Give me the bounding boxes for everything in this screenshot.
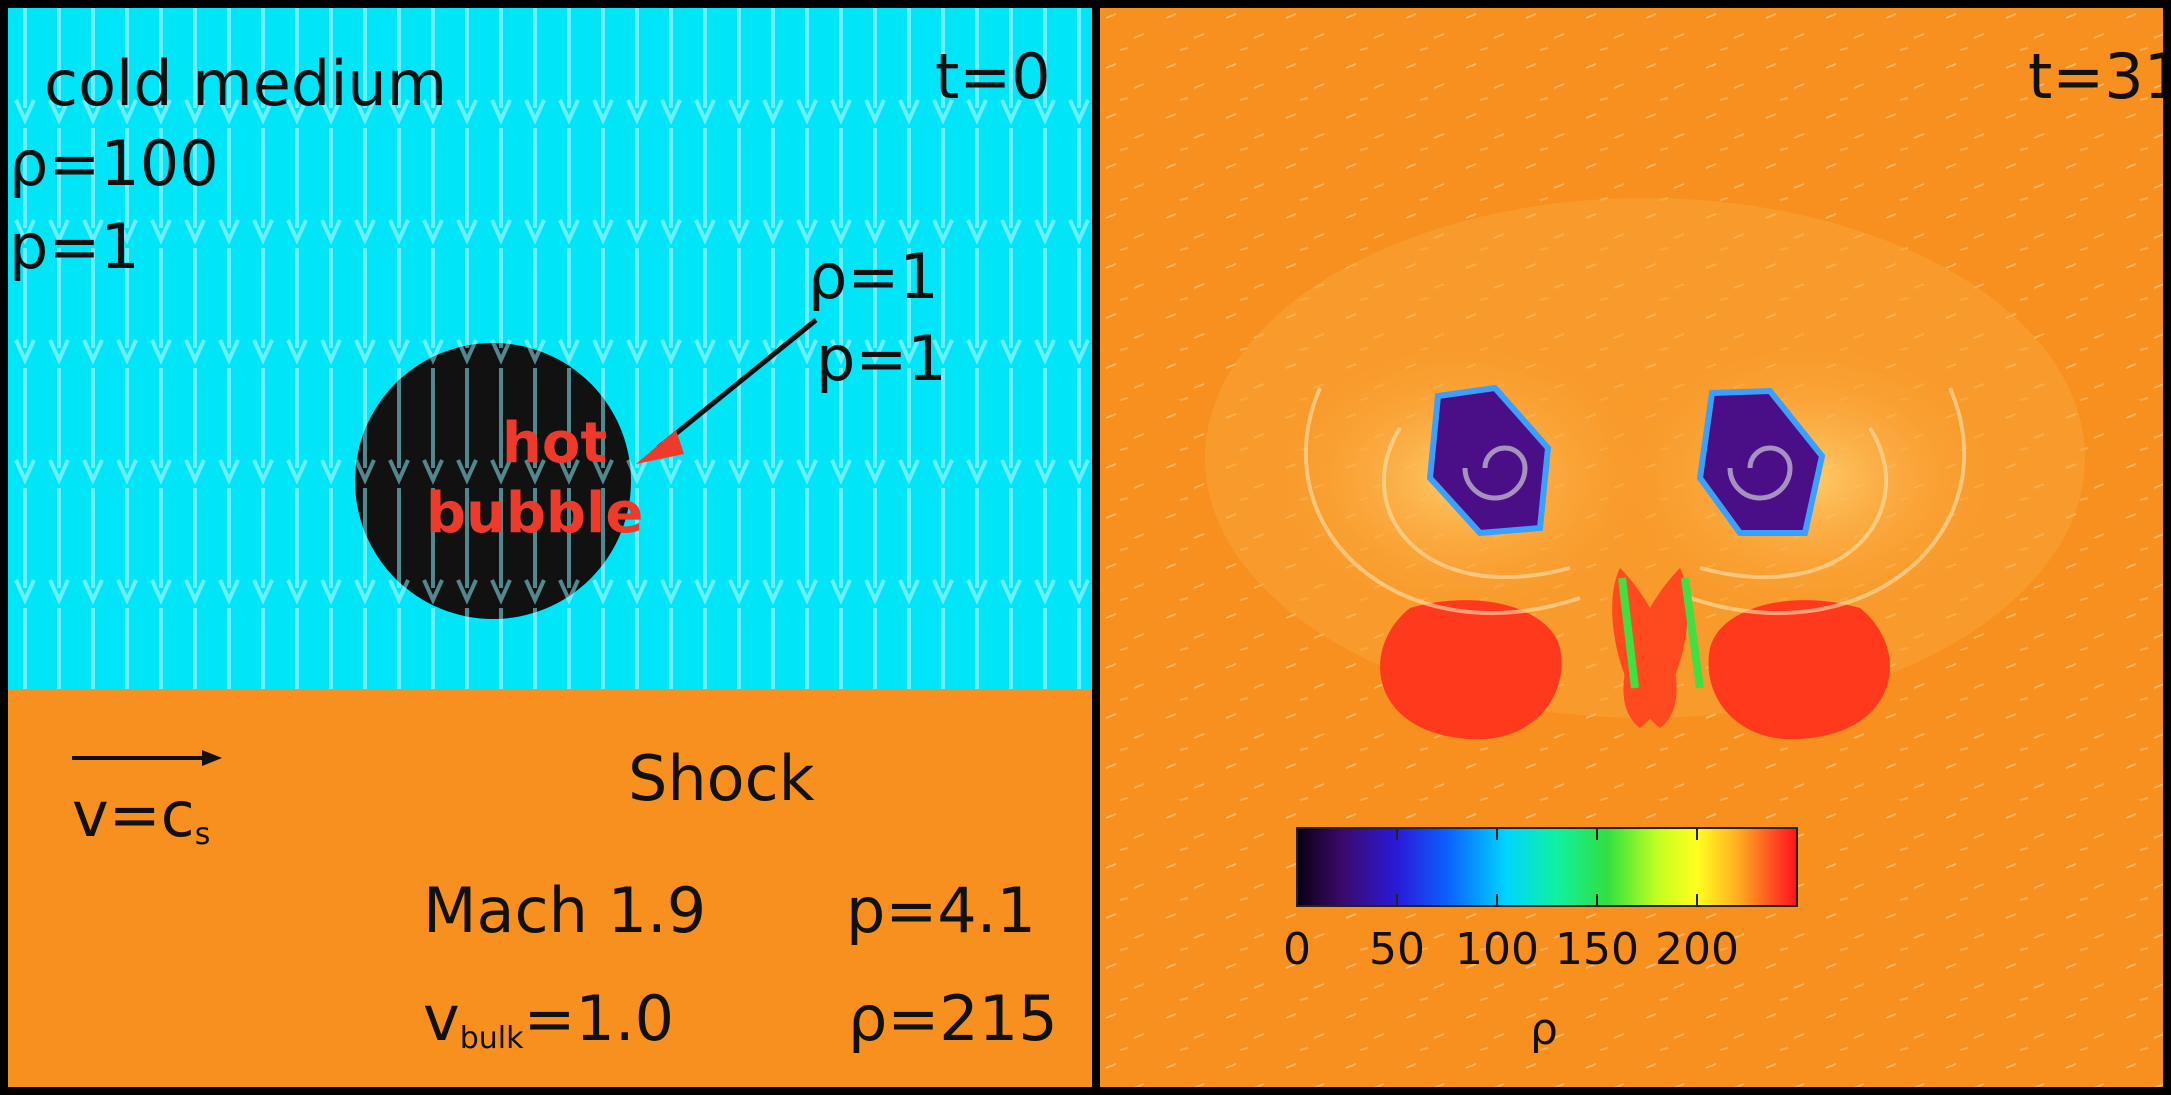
bubble-pointer-arrowhead xyxy=(636,430,684,464)
colorbar xyxy=(1296,827,1798,907)
colorbar-tick-label: 200 xyxy=(1655,924,1739,975)
medium-title: cold medium xyxy=(44,47,448,120)
shock-density: ρ=215 xyxy=(848,982,1058,1055)
colorbar-tick-label: 100 xyxy=(1455,924,1539,975)
colorbar-tick-label: 0 xyxy=(1283,924,1311,975)
medium-pressure: p=1 xyxy=(9,210,140,283)
density-field: 0 50 100 150 200 xyxy=(1100,8,2163,1087)
right-red-lobe xyxy=(1708,600,1890,740)
shock-vbulk: vbulk=1.0 xyxy=(423,982,675,1056)
right-vortex-core xyxy=(1696,387,1826,536)
panel-divider xyxy=(1092,0,1100,1095)
bubble-label-bubble: bubble xyxy=(426,481,644,546)
right-panel-evolved-state: 0 50 100 150 200 t=31 ρ xyxy=(1100,8,2163,1087)
velocity-label: v=cs xyxy=(72,778,211,852)
medium-density: ρ=100 xyxy=(9,127,219,200)
velocity-arrow-icon xyxy=(72,750,222,766)
shock-pressure: p=4.1 xyxy=(846,874,1036,947)
bubble-pointer-arrow xyxy=(656,318,818,450)
left-panel-initial-state: cold medium ρ=100 p=1 t=0 ρ=1 p=1 hot bu… xyxy=(8,8,1092,1087)
bubble-density: ρ=1 xyxy=(808,240,939,313)
shock-mach: Mach 1.9 xyxy=(423,874,707,947)
shock-title: Shock xyxy=(628,742,815,815)
cold-medium-region xyxy=(8,8,1092,689)
left-red-lobe xyxy=(1380,600,1562,740)
colorbar-label: ρ xyxy=(1530,1004,1558,1055)
colorbar-tick-label: 150 xyxy=(1555,924,1639,975)
bubble-pressure: p=1 xyxy=(816,322,947,395)
time-label-left: t=0 xyxy=(935,40,1051,113)
bubble-label-hot: hot xyxy=(502,411,608,476)
time-label-right: t=31 xyxy=(2028,40,2163,113)
colorbar-tick-label: 50 xyxy=(1369,924,1425,975)
colorbar-ticks: 0 50 100 150 200 xyxy=(1283,828,1739,975)
shock-region xyxy=(8,689,1092,1087)
